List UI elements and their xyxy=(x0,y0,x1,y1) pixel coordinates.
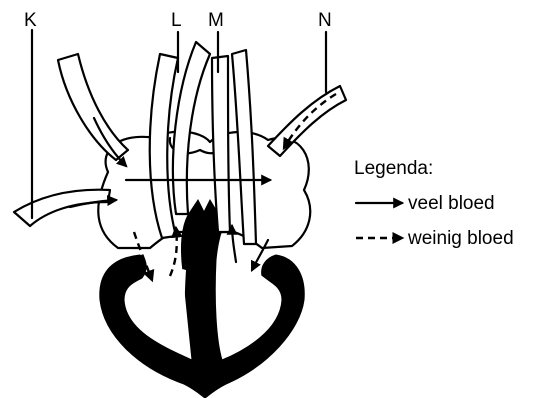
label-k: K xyxy=(24,10,37,31)
legend-solid-label: veel bloed xyxy=(408,193,495,214)
vessel-k xyxy=(14,190,110,226)
vessel-upper-left xyxy=(58,54,128,160)
vessel-n xyxy=(268,86,346,156)
label-m: M xyxy=(208,10,224,31)
label-n: N xyxy=(318,10,332,31)
label-l: L xyxy=(171,10,182,31)
legend-title: Legenda: xyxy=(354,158,433,179)
legend-dashed-label: weinig bloed xyxy=(407,228,514,249)
